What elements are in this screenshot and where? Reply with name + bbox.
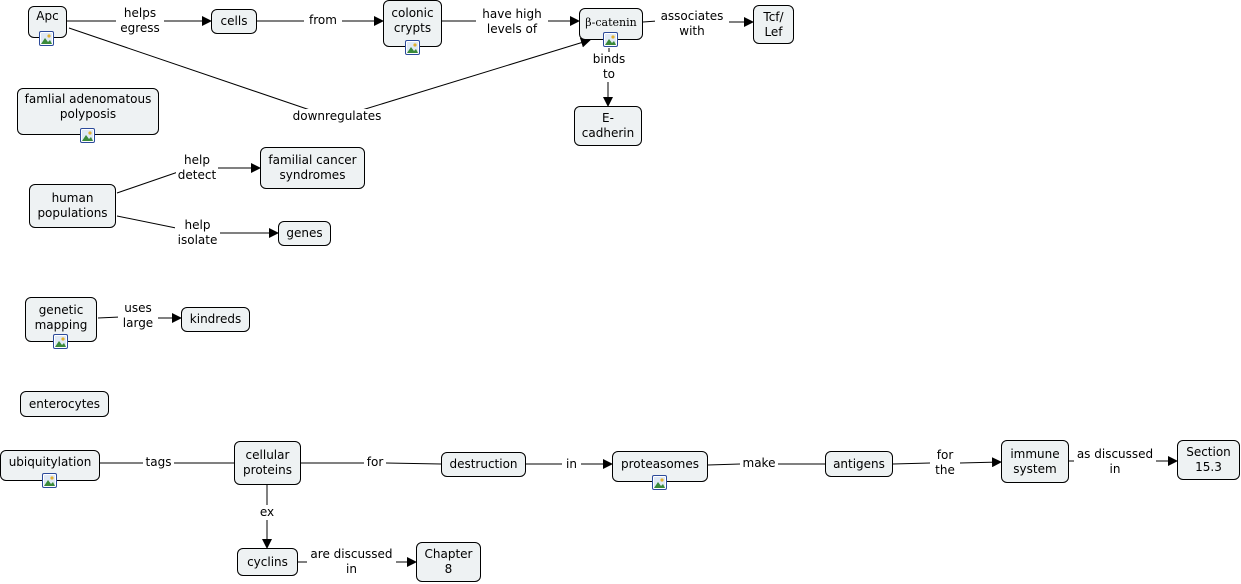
node-destruction-label: destruction [449, 457, 518, 471]
node-apc[interactable]: Apc [28, 6, 67, 38]
node-cells-label: cells [220, 14, 248, 28]
link-label-make: make [740, 456, 778, 471]
node-antigens-label: antigens [833, 456, 885, 471]
link-label-from: from [304, 13, 342, 28]
link-for-destr [385, 462, 442, 465]
node-cyclins-label: cyclins [247, 554, 288, 569]
node-e-cadherin-label: E- cadherin [581, 111, 635, 140]
node-genes[interactable]: genes [278, 221, 331, 246]
node-proteasomes-label: proteasomes [621, 456, 699, 471]
node-cyclins[interactable]: cyclins [237, 548, 298, 576]
link-forthe-immune [959, 457, 1002, 468]
image-resource-icon[interactable] [39, 31, 54, 46]
node-tcf-lef[interactable]: Tcf/ Lef [753, 5, 794, 44]
link-label-help-detect: help detect [176, 153, 218, 183]
node-human-populations[interactable]: human populations [29, 184, 116, 228]
link-label-ex: ex [255, 505, 279, 520]
link-prot-make [707, 463, 741, 466]
node-ubiquitylation-label: ubiquitylation [8, 454, 92, 469]
link-antigens-forthe [892, 462, 931, 465]
node-apc-label: Apc [36, 8, 59, 23]
image-resource-icon[interactable] [42, 473, 57, 488]
node-cellular-proteins[interactable]: cellular proteins [234, 441, 301, 485]
node-section-15-3[interactable]: Section 15.3 [1177, 440, 1240, 480]
image-resource-icon[interactable] [652, 475, 667, 490]
image-resource-icon[interactable] [405, 40, 420, 55]
node-colonic-crypts[interactable]: colonic crypts [383, 0, 442, 47]
node-kindreds[interactable]: kindreds [181, 307, 250, 332]
link-label-are-discussed-in: are discussed in [307, 547, 396, 577]
node-kindreds-label: kindreds [189, 312, 242, 326]
link-label-as-discussed-in: as discussed in [1074, 447, 1156, 477]
link-label-in: in [562, 457, 581, 472]
node-human-populations-label: human populations [37, 191, 108, 220]
image-resource-icon[interactable] [80, 128, 95, 143]
node-genetic-mapping-label: genetic mapping [34, 302, 88, 332]
link-apc-down [68, 27, 311, 111]
node-familial-cancer-label: familial cancer syndromes [268, 153, 357, 182]
link-label-helps-egress: helps egress [116, 6, 164, 36]
node-tcf-lef-label: Tcf/ Lef [763, 9, 784, 39]
node-beta-catenin-label: β-catenin [585, 15, 637, 29]
node-section-label: Section 15.3 [1186, 445, 1231, 474]
link-label-for: for [364, 455, 386, 470]
node-genes-label: genes [286, 226, 323, 240]
node-destruction[interactable]: destruction [441, 452, 526, 477]
node-chapter-8[interactable]: Chapter 8 [416, 542, 481, 582]
link-label-tags: tags [143, 455, 174, 470]
link-human-detect [116, 171, 179, 194]
node-chapter-label: Chapter 8 [424, 547, 473, 576]
node-enterocytes[interactable]: enterocytes [20, 391, 109, 417]
node-familial-cancer-syndromes[interactable]: familial cancer syndromes [260, 147, 365, 189]
link-label-uses-large: uses large [118, 301, 158, 331]
link-label-binds-to: binds to [589, 52, 629, 82]
link-down-beta [361, 37, 591, 111]
node-enterocytes-label: enterocytes [28, 396, 101, 411]
link-human-isolate [116, 215, 177, 229]
node-cellular-proteins-label: cellular proteins [243, 448, 292, 477]
link-label-associates-with: associates with [655, 9, 729, 39]
node-immune-system[interactable]: immune system [1001, 440, 1069, 483]
node-antigens[interactable]: antigens [825, 451, 893, 477]
node-immune-system-label: immune system [1010, 446, 1060, 476]
link-label-downregulates: downregulates [288, 109, 386, 124]
node-beta-catenin[interactable]: β-catenin [579, 8, 643, 40]
link-beta-assoc [642, 20, 658, 23]
link-mapping-uses [97, 316, 121, 319]
image-resource-icon[interactable] [53, 334, 68, 349]
node-famlial-label: famlial adenomatous polyposis [24, 92, 152, 121]
link-label-have-high-levels-of: have high levels of [476, 7, 548, 37]
node-cells[interactable]: cells [211, 9, 257, 34]
image-resource-icon[interactable] [603, 32, 618, 47]
node-e-cadherin[interactable]: E- cadherin [574, 106, 642, 146]
link-label-help-isolate: help isolate [175, 218, 220, 248]
node-colonic-crypts-label: colonic crypts [391, 5, 434, 35]
link-label-for-the: for the [930, 448, 960, 478]
